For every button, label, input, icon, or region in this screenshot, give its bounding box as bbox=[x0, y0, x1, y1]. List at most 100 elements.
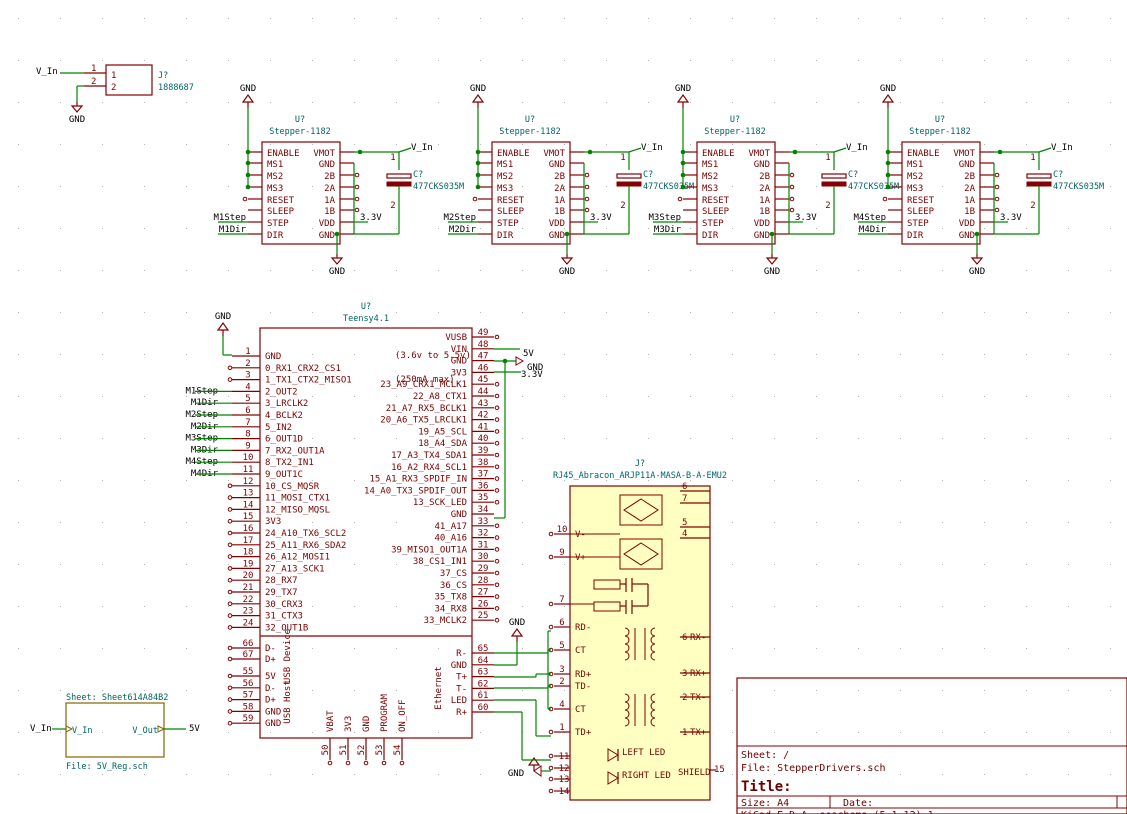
grid-dot bbox=[270, 354, 271, 355]
grid-dot bbox=[18, 18, 19, 19]
grid-dot bbox=[816, 774, 817, 775]
driver-right-pin: GND bbox=[549, 231, 565, 241]
grid-dot bbox=[1026, 564, 1027, 565]
grid-dot bbox=[60, 354, 61, 355]
grid-dot bbox=[816, 102, 817, 103]
grid-dot bbox=[144, 18, 145, 19]
driver-left-pin: DIR bbox=[702, 231, 719, 241]
pin-end-circle bbox=[227, 656, 233, 662]
grid-dot bbox=[186, 354, 187, 355]
teensy-pin-number: 12 bbox=[243, 477, 254, 487]
grid-dot bbox=[354, 18, 355, 19]
grid-dot bbox=[102, 270, 103, 271]
rj45-ref: J? bbox=[635, 459, 645, 469]
vin-net-label: V_In bbox=[411, 143, 433, 153]
grid-dot bbox=[984, 564, 985, 565]
grid-dot bbox=[144, 648, 145, 649]
teensy-pin-number: 14 bbox=[243, 500, 254, 510]
grid-dot bbox=[438, 732, 439, 733]
driver-right-pin: 2B bbox=[964, 172, 975, 182]
capacitor-plate bbox=[1026, 181, 1052, 187]
teensy-pin-name: 2_OUT2 bbox=[265, 387, 298, 397]
grid-dot bbox=[270, 312, 271, 313]
step-net-label: M2Step bbox=[443, 213, 476, 223]
grid-dot bbox=[1026, 144, 1027, 145]
grid-dot bbox=[60, 60, 61, 61]
teensy-pin-name: 1_TX1_CTX2_MISO1 bbox=[265, 376, 352, 386]
eth-pin-number: 64 bbox=[478, 656, 489, 666]
bridge-rectifier bbox=[619, 538, 663, 570]
teensy-pin-number: 38 bbox=[478, 458, 489, 468]
grid-dot bbox=[858, 18, 859, 19]
driver-left-pin: MS2 bbox=[267, 172, 283, 182]
teensy-pin-name: 30_CRX3 bbox=[265, 600, 303, 610]
teensy-pin-name: 14_A0_TX3_SPDIF_OUT bbox=[364, 486, 468, 496]
grid-dot bbox=[102, 102, 103, 103]
grid-dot bbox=[942, 732, 943, 733]
junction-dot bbox=[475, 160, 481, 166]
grid-dot bbox=[354, 606, 355, 607]
grid-dot bbox=[942, 18, 943, 19]
grid-dot bbox=[354, 774, 355, 775]
grid-dot bbox=[732, 396, 733, 397]
grid-dot bbox=[732, 228, 733, 229]
pin-end-circle bbox=[494, 393, 500, 399]
junction-dot bbox=[245, 149, 251, 155]
grid-dot bbox=[564, 60, 565, 61]
pin-end-circle bbox=[227, 377, 233, 382]
grid-dot bbox=[564, 438, 565, 439]
pin-end-circle bbox=[494, 547, 500, 552]
grid-dot bbox=[438, 480, 439, 481]
grid-dot bbox=[984, 102, 985, 103]
teensy-pin-number: 40 bbox=[478, 434, 489, 444]
grid-dot bbox=[1026, 690, 1027, 691]
grid-dot bbox=[144, 564, 145, 565]
grid-dot bbox=[858, 270, 859, 271]
grid-dot bbox=[1110, 690, 1111, 691]
pin-end-circle bbox=[789, 172, 795, 178]
grid-dot bbox=[1068, 186, 1069, 187]
gnd-symbol bbox=[970, 257, 984, 265]
grid-dot bbox=[858, 354, 859, 355]
stepper-driver-body bbox=[696, 141, 776, 245]
rj45-pin-number: 7 bbox=[559, 595, 564, 605]
grid-dot bbox=[1026, 732, 1027, 733]
titleblock-sheet: Sheet: / bbox=[741, 750, 789, 761]
teensy-pin-name: GND bbox=[451, 510, 467, 520]
driver-right-pin: VMOT bbox=[313, 149, 335, 159]
driver-right-pin: 2A bbox=[554, 184, 565, 194]
grid-dot bbox=[606, 228, 607, 229]
cap-ref: C? bbox=[1053, 170, 1063, 180]
gnd-label: GND bbox=[527, 363, 543, 373]
grid-dot bbox=[438, 270, 439, 271]
rj45-pin-number: 4 bbox=[682, 529, 687, 539]
teensy-pin-name: 10_CS_MQSR bbox=[265, 482, 320, 492]
grid-dot bbox=[60, 228, 61, 229]
cap-pin-number: 2 bbox=[825, 201, 830, 211]
junction-dot bbox=[680, 184, 686, 190]
grid-dot bbox=[942, 606, 943, 607]
teensy-pin-number: 48 bbox=[478, 340, 489, 350]
grid-dot bbox=[900, 480, 901, 481]
usb-pin-number: 66 bbox=[243, 639, 254, 649]
grid-dot bbox=[900, 690, 901, 691]
grid-dot bbox=[690, 312, 691, 313]
sheet-pin bbox=[157, 725, 166, 733]
grid-dot bbox=[522, 186, 523, 187]
teensy-pin-number: 30 bbox=[478, 552, 489, 562]
teensy-pin-number: 6 bbox=[245, 406, 250, 416]
pin-end-circle bbox=[227, 507, 233, 512]
grid-dot bbox=[312, 564, 313, 565]
grid-dot bbox=[984, 774, 985, 775]
usb-pin-number: 67 bbox=[243, 650, 254, 660]
grid-dot bbox=[228, 732, 229, 733]
grid-dot bbox=[858, 690, 859, 691]
pin-end-circle bbox=[994, 207, 1000, 213]
driver-left-pin: MS3 bbox=[497, 184, 513, 194]
bottom-pin-name: 3V3 bbox=[344, 716, 354, 732]
grid-dot bbox=[606, 186, 607, 187]
pin-end-circle bbox=[494, 523, 500, 529]
grid-dot bbox=[102, 564, 103, 565]
driver-right-pin: 2A bbox=[964, 184, 975, 194]
driver-right-pin: 2B bbox=[324, 172, 335, 182]
